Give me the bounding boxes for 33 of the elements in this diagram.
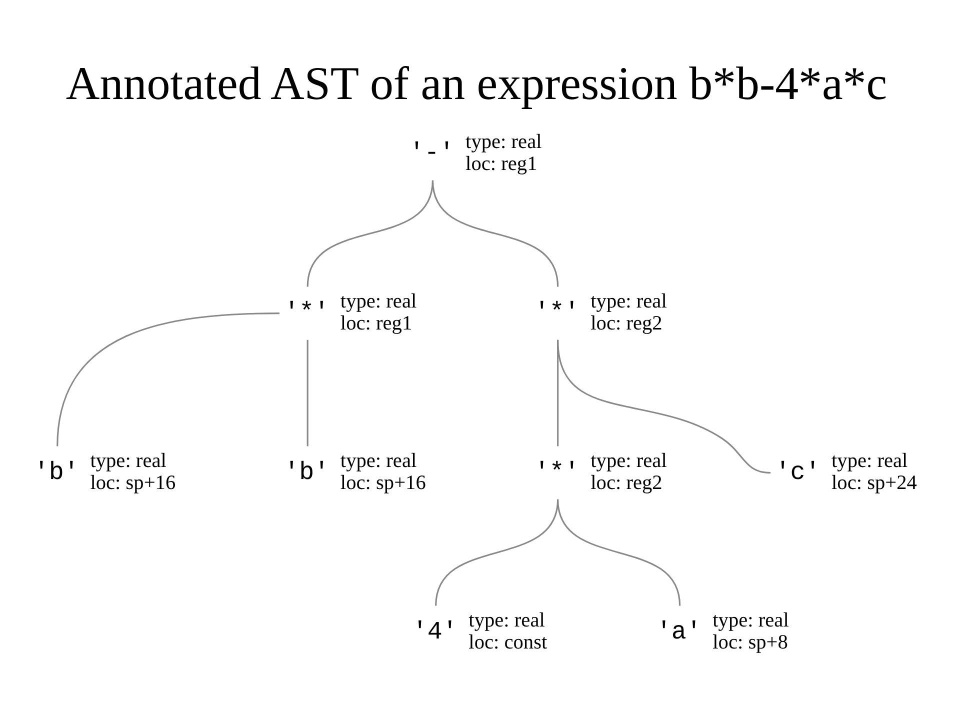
connector bbox=[56, 312, 280, 446]
node-text: 'b' bbox=[34, 458, 79, 487]
node-label: type: real bbox=[340, 450, 417, 472]
connector bbox=[306, 340, 308, 446]
node-label: loc: sp+8 bbox=[712, 632, 788, 654]
connector bbox=[557, 340, 771, 474]
node-label: type: real bbox=[590, 450, 667, 472]
node-label: type: real bbox=[90, 450, 166, 472]
node-label: type: real bbox=[590, 290, 667, 313]
node-label: type: real bbox=[468, 610, 545, 632]
node-label: loc: reg2 bbox=[590, 312, 662, 335]
node-text: '*' bbox=[534, 458, 580, 487]
node-label: loc: const bbox=[468, 632, 548, 654]
node-label: loc: sp+24 bbox=[832, 472, 917, 494]
node-label: type: real bbox=[712, 610, 789, 632]
node-text: '4' bbox=[412, 617, 458, 646]
node-text: 'b' bbox=[284, 458, 330, 487]
node-label: loc: sp+16 bbox=[90, 472, 176, 494]
connector bbox=[557, 499, 681, 606]
node-label: loc: sp+16 bbox=[340, 472, 426, 494]
node-text: '-' bbox=[409, 138, 454, 168]
connector bbox=[432, 180, 559, 287]
node-label: loc: reg1 bbox=[466, 153, 538, 176]
diagram-title: Annotated AST of an expression b*b-4*a*c bbox=[66, 58, 888, 110]
node-label: type: real bbox=[340, 290, 417, 313]
node-text: 'a' bbox=[656, 617, 702, 646]
node-label: loc: reg2 bbox=[590, 472, 662, 494]
node-text: 'c' bbox=[775, 458, 820, 487]
node-text: '*' bbox=[534, 298, 580, 328]
node-label: type: real bbox=[832, 450, 908, 472]
node-label: type: real bbox=[466, 131, 542, 154]
node-text: '*' bbox=[284, 298, 330, 328]
node-label: loc: reg1 bbox=[340, 312, 412, 335]
